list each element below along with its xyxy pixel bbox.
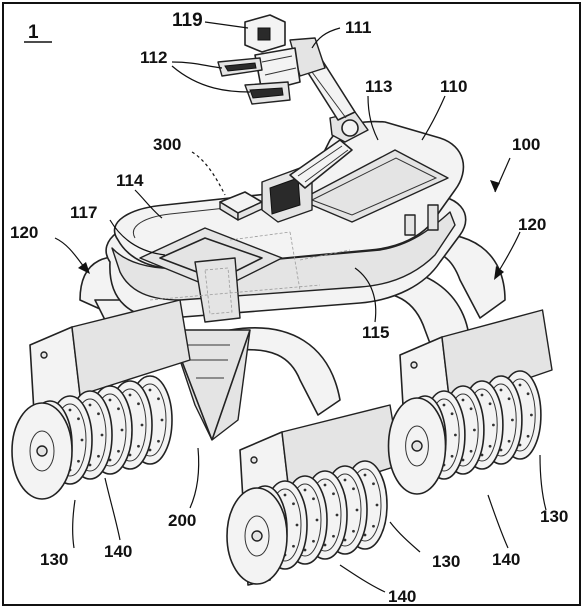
label-120-right: 120 [518, 215, 546, 234]
label-200: 200 [168, 511, 196, 530]
label-120-left: 120 [10, 223, 38, 242]
label-114: 114 [116, 171, 144, 190]
label-111: 111 [345, 18, 372, 37]
label-113: 113 [365, 77, 392, 96]
wheel-module-left [11, 299, 191, 500]
label-130-left: 130 [40, 550, 68, 569]
robot-arm-111 [217, 14, 369, 223]
figure-number: 1 [28, 22, 39, 43]
wheel-modules [11, 299, 553, 586]
reference-labels: 119 111 112 113 110 300 100 114 117 120 … [10, 10, 568, 606]
wheel-module-right-discs [387, 370, 542, 495]
label-112: 112 [140, 48, 167, 67]
label-100: 100 [512, 135, 540, 154]
wheel-module-left-discs [11, 375, 173, 500]
label-130-center: 130 [432, 552, 460, 571]
label-140-center: 140 [388, 587, 416, 606]
label-119: 119 [172, 10, 203, 31]
wheel-module-right [387, 309, 553, 495]
label-140-left: 140 [104, 542, 132, 561]
label-117: 117 [70, 203, 97, 222]
wheel-module-center [226, 404, 401, 586]
label-130-right: 130 [540, 507, 568, 526]
label-115: 115 [362, 323, 389, 342]
wheel-module-center-discs [226, 460, 388, 585]
leader-lines [54, 21, 547, 593]
label-110: 110 [440, 77, 467, 96]
label-300: 300 [153, 135, 181, 154]
label-140-right: 140 [492, 550, 520, 569]
